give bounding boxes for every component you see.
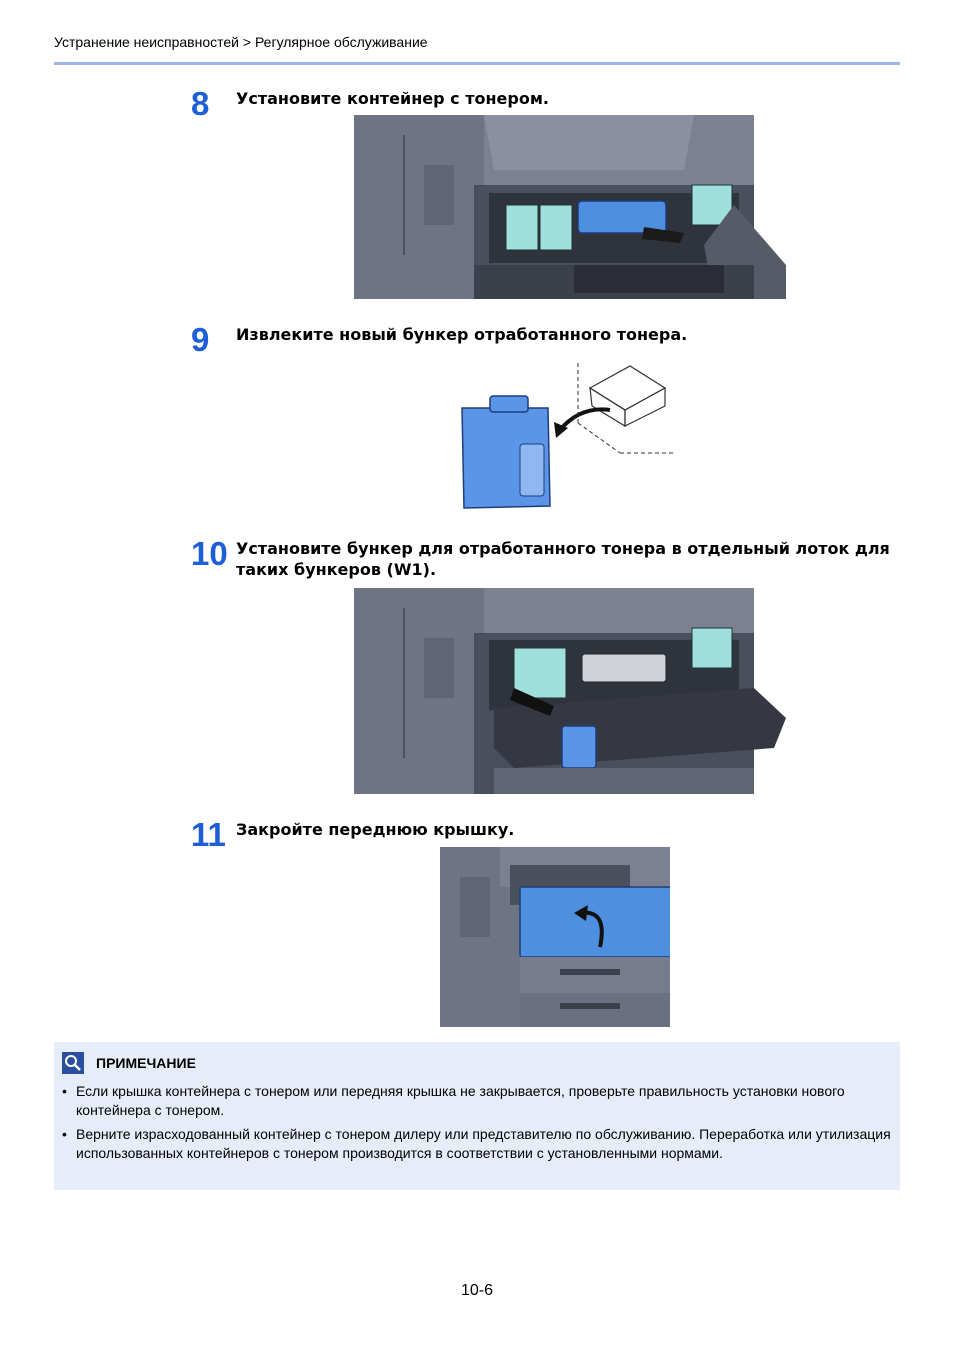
note-item-text: Если крышка контейнера с тонером или пер…: [76, 1083, 845, 1118]
step-9-text: Извлеките новый бункер отработанного тон…: [236, 325, 688, 344]
note-item: • Верните израсходованный контейнер с тон…: [62, 1125, 892, 1163]
note-list: • Если крышка контейнера с тонером или пе…: [62, 1082, 892, 1168]
step-10-number: 10: [191, 535, 228, 572]
step-9-number: 9: [191, 321, 210, 358]
note-box: ПРИМЕЧАНИЕ • Если крышка контейнера с тон…: [54, 1042, 900, 1190]
figure-install-toner-container: [354, 115, 786, 299]
breadcrumb: Устранение неисправностей > Регулярное о…: [54, 34, 428, 50]
step-11-text: Закройте переднюю крышку.: [236, 820, 515, 839]
step-10-text: Установите бункер для отработанного тоне…: [236, 539, 890, 579]
note-magnifier-icon: [62, 1052, 84, 1074]
note-item-text: Верните израсходованный контейнер с тоне…: [76, 1126, 891, 1161]
figure-close-front-cover: [440, 847, 670, 1027]
figure-unpack-waste-toner-box: [460, 358, 676, 510]
step-8-text: Установите контейнер с тонером.: [236, 89, 549, 108]
note-title: ПРИМЕЧАНИЕ: [96, 1055, 196, 1071]
bullet: •: [62, 1083, 67, 1099]
figure-install-waste-toner-box: [354, 588, 786, 794]
bullet: •: [62, 1126, 67, 1142]
note-item: • Если крышка контейнера с тонером или пе…: [62, 1082, 892, 1120]
step-8-number: 8: [191, 85, 210, 122]
header-divider: [54, 62, 900, 65]
page-number: 10-6: [460, 1282, 494, 1299]
step-11-number: 11: [191, 816, 226, 853]
